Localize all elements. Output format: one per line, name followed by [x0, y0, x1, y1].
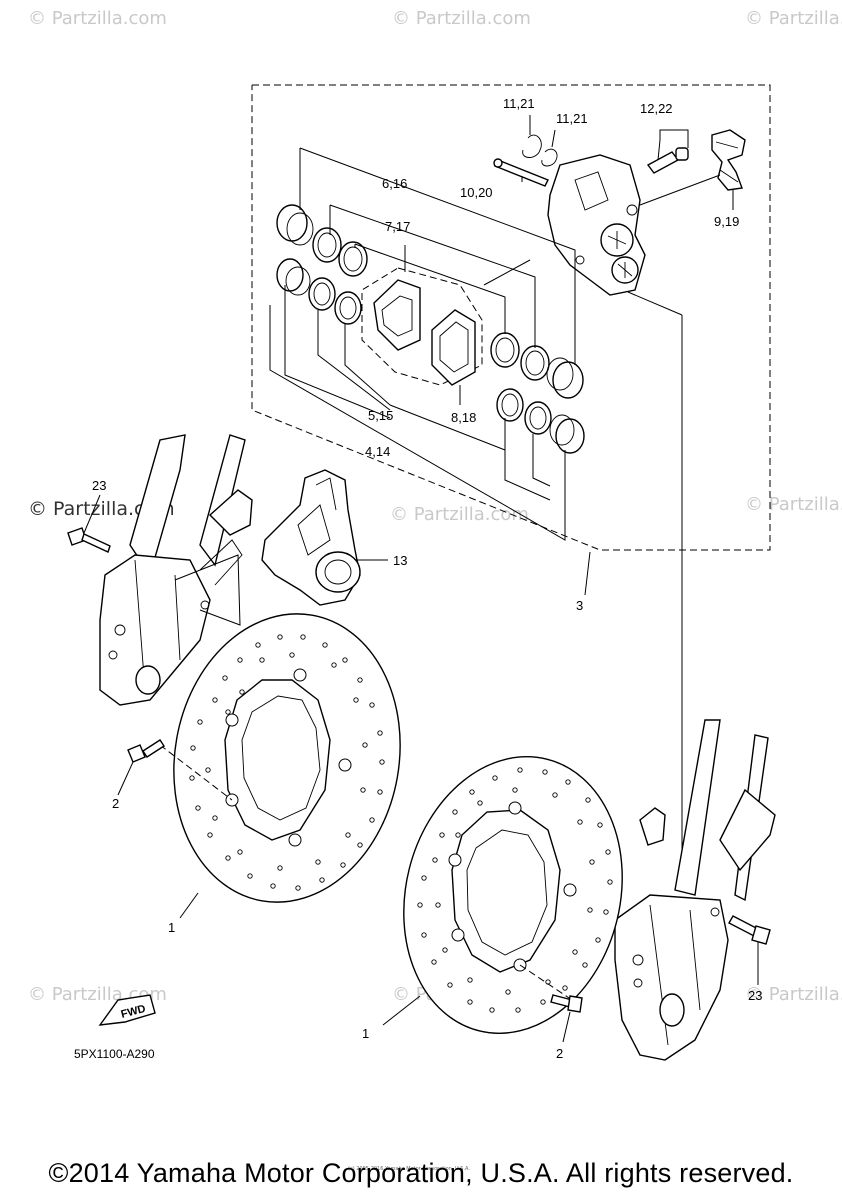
- small-copyright: (c) 2005-2016 Yamaha Motor Corporation, …: [348, 1166, 470, 1172]
- leader-lines-caliper: [269, 147, 576, 541]
- callout-13: 13: [393, 553, 407, 568]
- callout-2-right: 2: [556, 1046, 563, 1061]
- callout-23-right: 23: [748, 988, 762, 1003]
- disc-drill-holes-left: [189, 634, 385, 891]
- watermark: © Partzilla.com: [392, 8, 531, 29]
- right-fork-leg: [614, 719, 776, 1061]
- bolt-right-23: [728, 915, 771, 945]
- callout-23-left: 23: [92, 478, 106, 493]
- callout-1-right: 1: [362, 1026, 369, 1041]
- fwd-arrow-icon: FWD: [98, 994, 156, 1026]
- callout-5-15: 5,15: [368, 408, 393, 423]
- pin-clip-a: [522, 134, 542, 158]
- diagram-code: 5PX1100-A290: [74, 1047, 155, 1061]
- pin-clip-b: [541, 148, 558, 167]
- callout-2-left: 2: [112, 796, 119, 811]
- callout-1-left: 1: [168, 920, 175, 935]
- bolt-left-23: [67, 527, 111, 553]
- callout-12-22: 12,22: [640, 101, 673, 116]
- callout-6-16: 6,16: [382, 176, 407, 191]
- pistons-and-seals-left: [276, 204, 368, 325]
- brake-caliper-left-13: [261, 469, 361, 606]
- watermark: © Partzilla.com: [745, 984, 842, 1005]
- caliper-assembly-dashed-box: [251, 84, 771, 551]
- copyright-footer: ©2014 Yamaha Motor Corporation, U.S.A. A…: [48, 1158, 794, 1188]
- disc-bolt-holes-right: [448, 801, 577, 972]
- callout-9-19: 9,19: [714, 214, 739, 229]
- callout-11-21-b: 11,21: [556, 111, 588, 126]
- watermark: © Partzilla.com: [745, 8, 842, 29]
- disc-drill-holes-right: [417, 767, 613, 1013]
- callout-labels: 11,21 11,21 12,22 6,16 10,20 7,17 9,19 5…: [92, 96, 762, 1061]
- disc-bolt-left-2: [127, 739, 165, 763]
- brake-disc-right: [403, 756, 623, 1034]
- callout-11-21-a: 11,21: [503, 96, 535, 111]
- callout-8-18: 8,18: [451, 410, 476, 425]
- callout-7-17: 7,17: [385, 219, 410, 234]
- watermark: © Partzilla.com: [390, 504, 529, 525]
- bleed-screw: [646, 147, 689, 174]
- pad-pin: [493, 158, 549, 187]
- pistons-and-seals-right: [490, 332, 585, 454]
- brake-disc-left: [173, 613, 401, 903]
- watermark: © Partzilla.com: [28, 8, 167, 29]
- pads-dashed-outline: [361, 267, 483, 386]
- pad-spring: [711, 129, 746, 191]
- disc-bolt-right-2: [550, 994, 583, 1013]
- watermark: © Partzilla.com: [745, 494, 842, 515]
- callout-4-14: 4,14: [365, 444, 390, 459]
- callout-10-20: 10,20: [460, 185, 493, 200]
- brake-caliper-upper: [547, 154, 646, 296]
- callout-3: 3: [576, 598, 583, 613]
- watermark-dark: © Partzilla.com: [28, 498, 175, 520]
- left-fork-leg: [99, 434, 253, 706]
- brake-pads: [373, 279, 476, 386]
